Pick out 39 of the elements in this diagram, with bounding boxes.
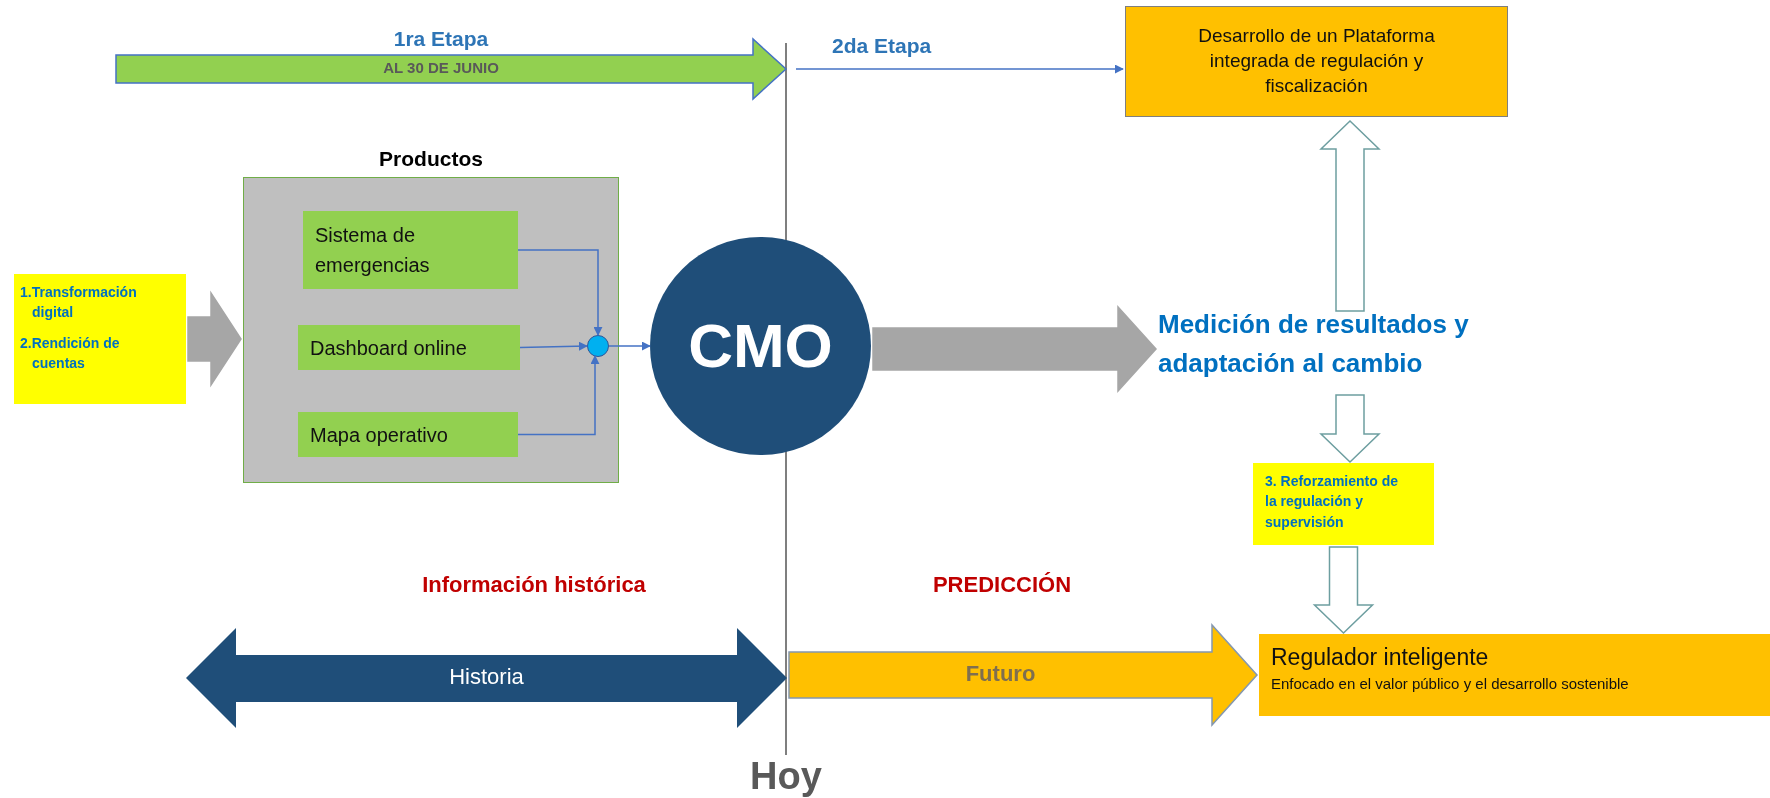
product-label: Dashboard online	[309, 335, 468, 361]
note-text: 1.Transformación digital	[20, 283, 138, 323]
note-box	[14, 274, 186, 404]
arrow	[519, 341, 588, 351]
section-label: Información histórica	[422, 572, 646, 598]
hollow-block-arrow	[1319, 119, 1381, 312]
note-text: 3. Reforzamiento de la regulación y supervisión	[1265, 472, 1400, 532]
product-label: Sistema de emergencias	[314, 223, 431, 278]
group-title: Productos	[378, 146, 484, 172]
note-text: 2.Rendición de cuentas	[20, 333, 121, 373]
hollow-block-arrow	[1319, 394, 1381, 464]
result-heading: Medición de resultados y adaptación al cambio	[1158, 308, 1470, 380]
arrow-label: Historia	[448, 663, 525, 691]
product-box	[298, 325, 520, 370]
block-arrow	[872, 305, 1157, 393]
note-box	[1253, 463, 1434, 545]
arrow	[608, 341, 651, 351]
block-arrow	[187, 290, 242, 388]
process-box	[1125, 6, 1508, 117]
stage-title: 1ra Etapa	[392, 26, 490, 52]
stage-date: AL 30 DE JUNIO	[382, 59, 500, 78]
product-label: Mapa operativo	[309, 422, 449, 448]
result-subtitle: Enfocado en el valor público y el desarrollo sostenible	[1271, 674, 1630, 695]
section-label: PREDICCIÓN	[932, 572, 1072, 598]
product-box	[298, 412, 518, 457]
arrow	[795, 64, 1124, 74]
timeline-double-arrow	[186, 628, 787, 728]
arrow-label: Futuro	[965, 661, 1036, 687]
arrow	[517, 355, 600, 436]
arrow	[517, 249, 603, 336]
result-title: Regulador inteligente	[1271, 643, 1490, 672]
block-arrow	[788, 623, 1258, 727]
hollow-block-arrow	[1312, 546, 1375, 635]
junction-circle	[587, 335, 609, 357]
divider-label: Hoy	[750, 755, 822, 798]
result-box	[1259, 634, 1770, 716]
product-box	[303, 211, 518, 289]
hub-label: CMO	[688, 310, 833, 383]
box-text: Desarrollo de un Plataforma integrada de regulación y fiscalización	[1197, 24, 1436, 98]
